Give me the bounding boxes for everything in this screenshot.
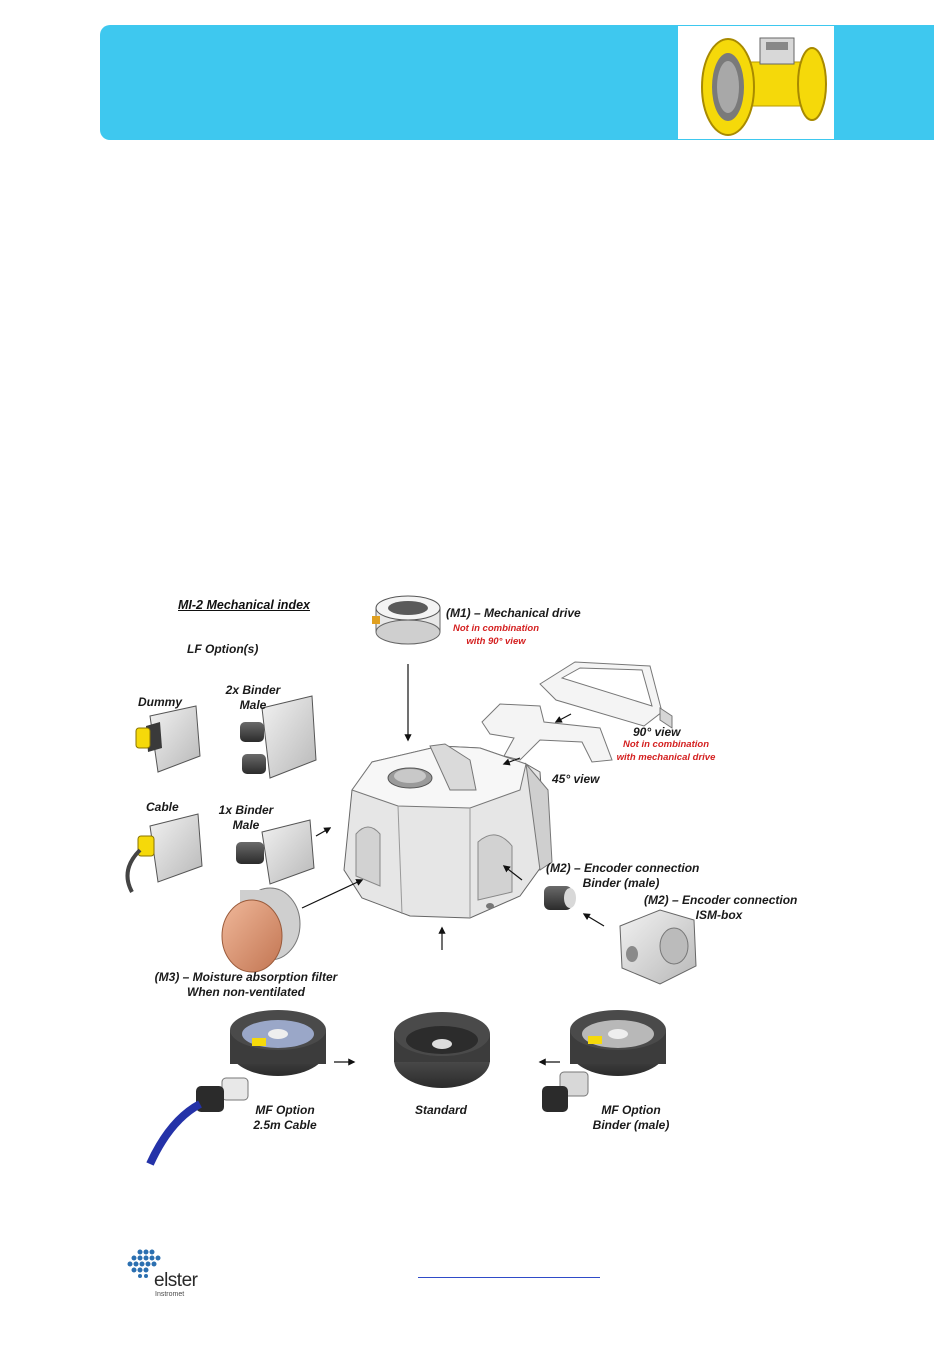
view90-label: 90° view — [633, 725, 681, 739]
standard-label: Standard — [415, 1103, 468, 1117]
m1-note: Not in combination with 90° view — [446, 622, 546, 648]
standard-base-part — [394, 1012, 490, 1088]
m2-binder-line2: Binder (male) — [582, 876, 660, 890]
view90-note-line1: Not in combination — [622, 739, 710, 750]
index-housing-part — [343, 743, 553, 919]
m2-ism-line2: ISM-box — [695, 908, 743, 922]
mf-cable-base-part — [146, 1010, 326, 1166]
lf-cable-part — [125, 813, 203, 893]
m3-label: (M3) – Moisture absorption filter When n… — [153, 970, 339, 1000]
binder-1x-line2: Male — [232, 818, 260, 832]
mechanical-drive-part — [372, 595, 441, 645]
binder-2x-label: 2x Binder Male — [220, 683, 286, 713]
view45-label: 45° view — [552, 772, 600, 786]
view90-note: Not in combination with mechanical drive — [612, 738, 720, 764]
moisture-filter-part — [221, 887, 301, 973]
assembly-arrows — [301, 664, 605, 1066]
m3-line1: (M3) – Moisture absorption filter — [154, 970, 338, 984]
mf-cable-line2: 2.5m Cable — [253, 1118, 317, 1132]
diagram-title: MI-2 Mechanical index — [178, 598, 310, 612]
view90-note-line2: with mechanical drive — [616, 752, 716, 763]
mf-cable-line1: MF Option — [255, 1103, 315, 1117]
m2-ism-label: (M2) – Encoder connection ISM-box — [644, 893, 798, 923]
mf-binder-label: MF Option Binder (male) — [590, 1103, 672, 1133]
mf-binder-base-part — [542, 1010, 666, 1112]
mf-binder-line1: MF Option — [601, 1103, 661, 1117]
encoder-binder-part — [544, 886, 576, 910]
gas-meter-image — [678, 26, 834, 139]
m1-label: (M1) – Mechanical drive — [446, 606, 581, 620]
lf-2x-binder-part — [240, 695, 317, 779]
binder-2x-line1: 2x Binder — [225, 683, 281, 697]
mf-cable-label: MF Option 2.5m Cable — [250, 1103, 320, 1133]
binder-2x-line2: Male — [239, 698, 267, 712]
m1-note-line1: Not in combination — [452, 623, 540, 634]
lf-1x-binder-part — [236, 819, 315, 885]
binder-1x-line1: 1x Binder — [218, 803, 274, 817]
footer-link-underline[interactable] — [418, 1277, 600, 1278]
dummy-label: Dummy — [138, 695, 183, 709]
m2-ism-line1: (M2) – Encoder connection — [644, 893, 798, 907]
m1-note-line2: with 90° view — [466, 636, 526, 647]
binder-1x-label: 1x Binder Male — [214, 803, 278, 833]
elster-logo-mark — [127, 1249, 161, 1278]
cable-label: Cable — [146, 800, 179, 814]
elster-logo-text: elster — [154, 1270, 198, 1291]
m3-line2: When non-ventilated — [187, 985, 305, 999]
elster-logo-subtext: Instromet — [155, 1291, 185, 1298]
m2-binder-line1: (M2) – Encoder connection — [546, 861, 700, 875]
view-brackets-part — [481, 661, 673, 763]
lf-dummy-part — [135, 705, 201, 773]
lf-options-label: LF Option(s) — [187, 642, 259, 656]
m2-binder-label: (M2) – Encoder connection Binder (male) — [546, 861, 700, 891]
ism-box-part — [619, 909, 697, 985]
mf-binder-line2: Binder (male) — [592, 1118, 670, 1132]
